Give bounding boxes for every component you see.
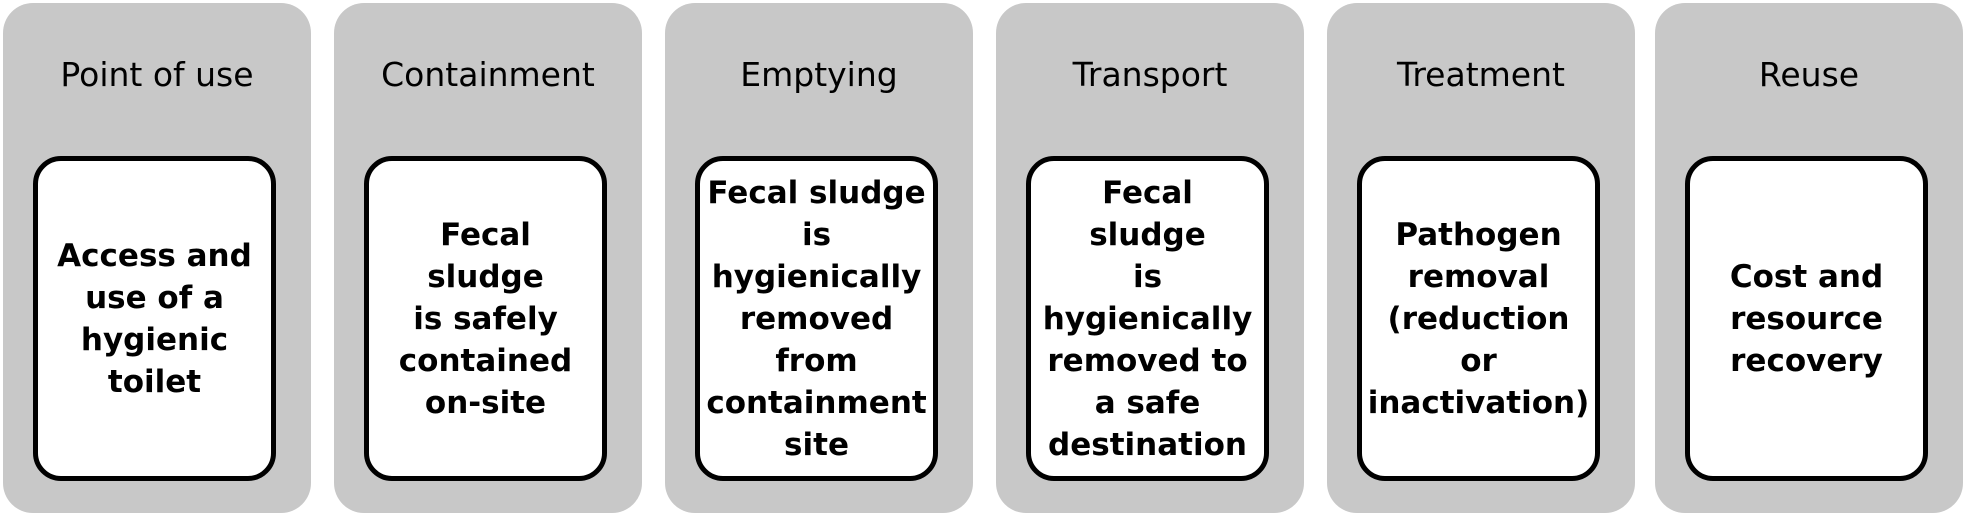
stage-description-box: Cost and resource recovery <box>1685 156 1928 481</box>
stage-transport: Transport Fecal sludge is hygienically r… <box>996 3 1304 513</box>
stage-description: Pathogen removal (reduction or inactivat… <box>1367 216 1590 421</box>
stage-title: Emptying <box>740 55 898 94</box>
stage-title: Point of use <box>60 55 254 94</box>
stage-description-box: Fecal sludge is safely contained on-site <box>364 156 607 481</box>
stage-description: Fecal sludge is hygienically removed fro… <box>706 174 927 463</box>
stage-title: Containment <box>381 55 595 94</box>
stage-title: Treatment <box>1397 55 1565 94</box>
stage-description: Fecal sludge is safely contained on-site <box>398 216 573 421</box>
stage-description: Fecal sludge is hygienically removed to … <box>1042 174 1253 463</box>
stage-reuse: Reuse Cost and resource recovery <box>1655 3 1963 513</box>
stage-description: Access and use of a hygienic toilet <box>57 237 252 400</box>
stage-description-box: Pathogen removal (reduction or inactivat… <box>1357 156 1600 481</box>
stage-treatment: Treatment Pathogen removal (reduction or… <box>1327 3 1635 513</box>
stage-title: Reuse <box>1758 55 1860 94</box>
stage-description-box: Fecal sludge is hygienically removed fro… <box>695 156 938 481</box>
stage-containment: Containment Fecal sludge is safely conta… <box>334 3 642 513</box>
stage-title: Transport <box>1072 55 1228 94</box>
stage-description-box: Access and use of a hygienic toilet <box>33 156 276 481</box>
stage-description-box: Fecal sludge is hygienically removed to … <box>1026 156 1269 481</box>
stage-description: Cost and resource recovery <box>1729 258 1884 379</box>
stage-point-of-use: Point of use Access and use of a hygieni… <box>3 3 311 513</box>
stage-emptying: Emptying Fecal sludge is hygienically re… <box>665 3 973 513</box>
